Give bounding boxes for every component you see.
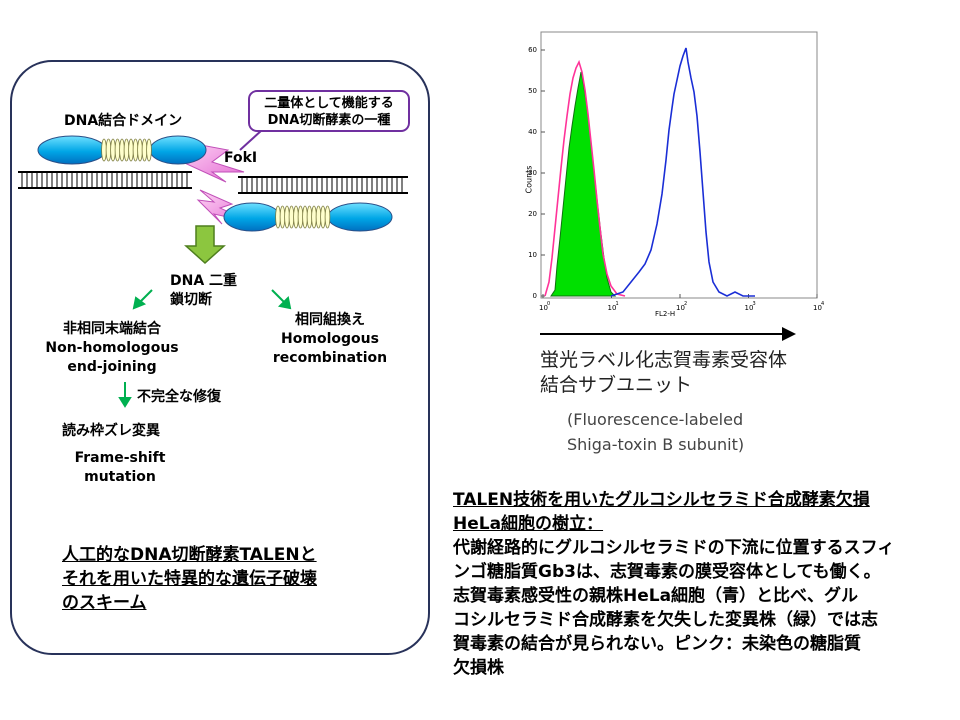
tale-repeat xyxy=(275,205,281,229)
blue-parental-histogram xyxy=(610,47,755,297)
tale-repeat xyxy=(105,138,112,162)
tale-repeat xyxy=(101,138,107,162)
tale-repeat xyxy=(132,138,139,162)
scheme-panel xyxy=(10,60,430,655)
frameshift-en-label: Frame-shift mutation xyxy=(74,450,166,485)
foki-domain-lower xyxy=(196,189,251,225)
x-tick-label: 10 xyxy=(745,304,754,312)
tale-repeat xyxy=(315,205,322,229)
arrow-to-frameshift-icon xyxy=(118,382,132,408)
tale-repeat xyxy=(128,138,134,162)
tale-repeat xyxy=(146,138,152,162)
arrow-to-hr-icon xyxy=(271,289,292,310)
talen-upper xyxy=(37,135,207,165)
foki-label: FokI xyxy=(224,150,258,166)
cleavage-arrow-icon xyxy=(184,225,226,265)
x-axis-label: FL2-H xyxy=(655,310,675,318)
frameshift-jp-label: 読み枠ズレ変異 xyxy=(62,423,160,439)
y-tick-label: 20 xyxy=(528,210,537,218)
y-tick-label: 50 xyxy=(528,87,537,95)
x-tick-label: 10 xyxy=(676,304,685,312)
x-tick-label: 10 xyxy=(539,304,548,312)
imperfect-repair-label: 不完全な修復 xyxy=(137,389,221,405)
tale-repeat xyxy=(324,205,331,229)
tale-repeat xyxy=(302,205,308,229)
tale-repeat xyxy=(293,205,299,229)
y-tick-label: 30 xyxy=(528,169,537,177)
tale-repeat xyxy=(284,205,290,229)
tale-repeat xyxy=(137,138,143,162)
arrow-to-nhej-icon xyxy=(132,289,153,310)
tale-repeat xyxy=(279,205,286,229)
tale-repeat xyxy=(114,138,121,162)
x-tick-exponent: 0 xyxy=(547,301,550,307)
talen-diagram xyxy=(18,129,408,408)
fluorescence-label-en: (Fluorescence-labeled Shiga-toxin B subu… xyxy=(567,410,745,454)
dna-strand-right xyxy=(238,176,408,194)
y-tick-label: 10 xyxy=(528,251,537,259)
results-description: TALEN技術を用いたグルコシルセラミド合成酵素欠損 HeLa細胞の樹立： 代謝… xyxy=(453,490,895,678)
pink-unstained-histogram xyxy=(544,59,626,297)
dna-binding-domain-label: DNA結合ドメイン xyxy=(64,113,183,129)
x-tick-exponent: 4 xyxy=(821,301,824,307)
callout-pointer xyxy=(239,129,263,151)
nhej-label: 非相同末端結合 Non-homologous end-joining xyxy=(45,321,179,375)
tale-repeat xyxy=(141,138,148,162)
y-tick-label: 40 xyxy=(528,128,537,136)
x-tick-exponent: 3 xyxy=(753,301,756,307)
tale-repeat xyxy=(306,205,313,229)
x-tick-label: 10 xyxy=(813,304,822,312)
tale-repeat xyxy=(320,205,326,229)
dsb-label: DNA 二重 鎖切断 xyxy=(170,273,238,308)
talen-lower xyxy=(223,202,393,232)
tale-repeat xyxy=(119,138,125,162)
dna-strand-left xyxy=(18,171,192,189)
fluorescence-axis-arrow xyxy=(540,327,796,341)
tale-repeat xyxy=(311,205,317,229)
hr-label: 相同組換え Homologous recombination xyxy=(272,312,388,366)
y-axis-ticks: 0 10 20 30 40 50 60 xyxy=(528,46,545,300)
tale-repeat xyxy=(110,138,116,162)
y-tick-label: 60 xyxy=(528,46,537,54)
x-tick-exponent: 2 xyxy=(684,301,687,307)
y-axis-label: Counts xyxy=(524,165,534,194)
x-tick-label: 10 xyxy=(608,304,617,312)
tale-repeat xyxy=(288,205,295,229)
fluorescence-label-jp: 蛍光ラベル化志賀毒素受容体 結合サブユニット xyxy=(540,349,788,396)
scheme-caption: 人工的なDNA切断酵素TALENと それを用いた特異的な遺伝子破壊 のスキーム xyxy=(62,545,317,613)
y-tick-label: 0 xyxy=(533,292,537,300)
tale-repeat xyxy=(123,138,130,162)
dimer-nuclease-callout: 二量体として機能する DNA切断酵素の一種 xyxy=(248,90,410,132)
tale-repeat xyxy=(297,205,304,229)
x-tick-exponent: 1 xyxy=(616,301,619,307)
